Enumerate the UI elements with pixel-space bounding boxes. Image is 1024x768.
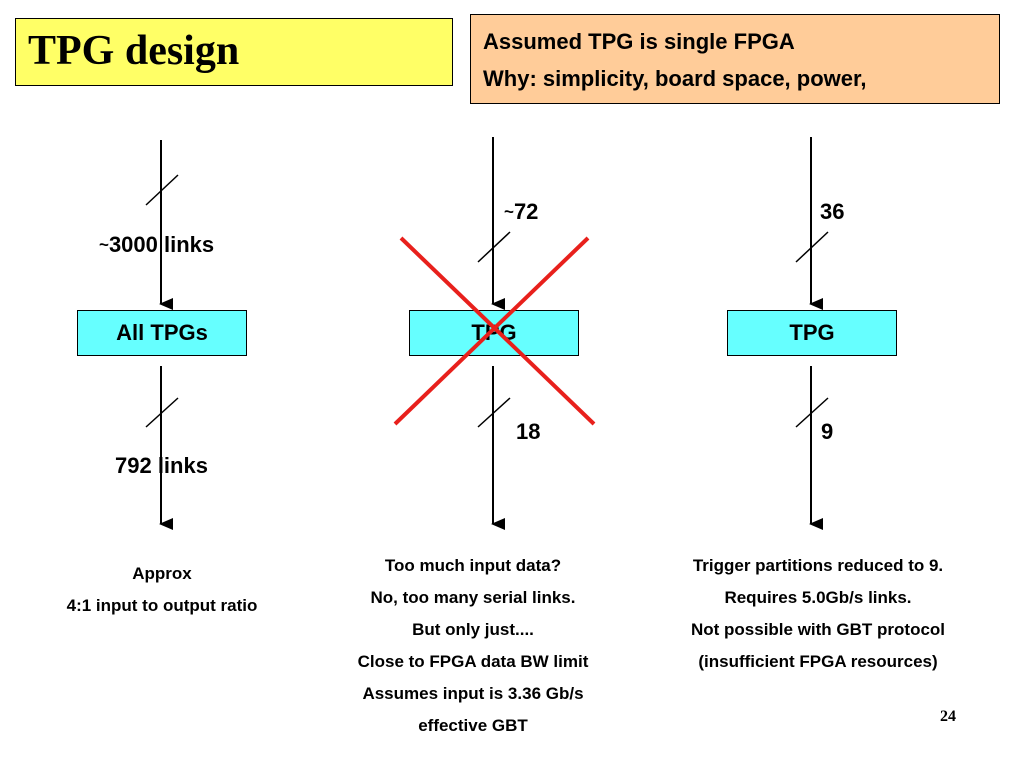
caption-line: But only just.... <box>412 620 534 639</box>
caption-line: No, too many serial links. <box>370 588 576 607</box>
note-line-1: Assumed TPG is single FPGA <box>483 29 795 54</box>
caption-line: (insufficient FPGA resources) <box>698 652 938 671</box>
input-link-count: 3000 links <box>108 232 215 257</box>
caption-line: Requires 5.0Gb/s links. <box>724 588 912 607</box>
caption-line: Trigger partitions reduced to 9. <box>692 556 944 575</box>
tpg-box-rejected: TPG <box>409 310 579 356</box>
title-box: TPG design <box>15 18 453 86</box>
column-1-input-bus-slash <box>145 174 179 206</box>
column-3-output-bus-slash <box>795 397 829 428</box>
caption-line: effective GBT <box>418 716 528 735</box>
column-3-input-label: 36 <box>820 199 845 224</box>
caption-line: Approx <box>132 564 192 583</box>
column-1-output-bus-slash <box>145 397 179 428</box>
column-2-input-label: ~72 <box>504 199 538 225</box>
column-2-output-label: 18 <box>516 419 541 444</box>
page-number: 24 <box>940 708 956 725</box>
tilde-symbol: ~ <box>99 235 109 254</box>
note-line-2: Why: simplicity, board space, power, <box>483 66 867 91</box>
all-tpgs-box: All TPGs <box>77 310 247 356</box>
assumption-note: Assumed TPG is single FPGA Why: simplici… <box>470 14 1000 104</box>
tilde-symbol: ~ <box>504 202 514 221</box>
column-2-caption: Too much input data? No, too many serial… <box>313 550 633 742</box>
column-1-input-label: ~3000 links <box>99 232 214 258</box>
caption-line: Close to FPGA data BW limit <box>357 652 589 671</box>
caption-line: Assumes input is 3.36 Gb/s <box>362 684 584 703</box>
caption-line: Not possible with GBT protocol <box>690 620 946 639</box>
tpg-box-proposed: TPG <box>727 310 897 356</box>
caption-line: 4:1 input to output ratio <box>66 596 258 615</box>
page-title: TPG design <box>28 28 240 74</box>
caption-line: Too much input data? <box>384 556 562 575</box>
column-3-input-bus-slash <box>795 231 829 263</box>
input-link-count: 72 <box>513 199 539 224</box>
column-3-caption: Trigger partitions reduced to 9. Require… <box>640 550 996 678</box>
column-3-output-label: 9 <box>821 419 834 444</box>
column-1-output-label: 792 links <box>115 453 208 478</box>
column-1-caption: Approx 4:1 input to output ratio <box>32 558 292 622</box>
